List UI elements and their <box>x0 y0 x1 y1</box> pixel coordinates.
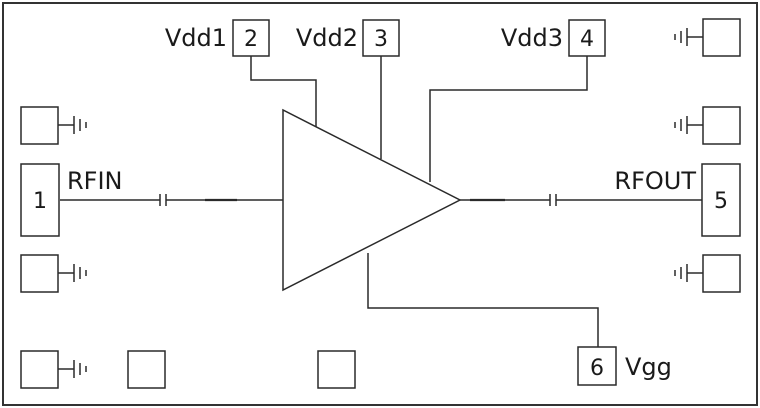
pin-6-vgg: 6 Vgg <box>577 346 672 386</box>
bias-lines <box>250 56 599 347</box>
pin-6-number: 6 <box>590 356 604 381</box>
vgg-line <box>367 253 599 347</box>
pin-1-rfin: 1 RFIN <box>20 163 123 237</box>
ground-icon <box>674 116 688 134</box>
ground-icon <box>73 116 87 134</box>
pin-2-number: 2 <box>244 27 258 52</box>
pin-3-number: 3 <box>374 27 388 52</box>
pin-3-vdd2: 3 Vdd2 <box>296 19 400 57</box>
ground-pad-right-2 <box>674 106 741 145</box>
pin-5-rfout: 5 RFOUT <box>614 163 741 237</box>
ground-pad-right-3 <box>674 254 741 293</box>
ground-pad-right-1 <box>674 18 741 57</box>
ground-pad-left-1 <box>20 106 87 145</box>
pin-1-number: 1 <box>33 189 47 214</box>
vdd3-line <box>429 56 588 182</box>
pin-1-pad <box>20 163 60 237</box>
unconnected-pad-1 <box>127 350 166 389</box>
ground-icon <box>674 264 688 282</box>
pin-5-number: 5 <box>714 189 728 214</box>
vdd1-line <box>250 56 317 127</box>
pin-2-vdd1: 2 Vdd1 <box>165 19 270 57</box>
pin-2-label: Vdd1 <box>165 24 227 52</box>
pin-5-pad <box>701 163 741 237</box>
output-capacitor-icon <box>549 194 557 206</box>
pin-4-number: 4 <box>580 27 594 52</box>
amplifier-triangle-icon <box>282 108 462 292</box>
pin-3-pad <box>362 19 400 57</box>
pin-6-pad <box>577 346 617 386</box>
pin-1-label: RFIN <box>67 167 123 195</box>
pin-2-pad <box>232 19 270 57</box>
pin-5-label: RFOUT <box>614 167 696 195</box>
ground-icon <box>674 28 688 46</box>
pin-4-label: Vdd3 <box>501 24 563 52</box>
pin-4-pad <box>568 19 606 57</box>
ground-icon <box>73 360 87 378</box>
pin-4-vdd3: 4 Vdd3 <box>501 19 606 57</box>
ground-pad-left-2 <box>20 254 87 293</box>
unconnected-pad-2 <box>317 350 356 389</box>
input-capacitor-icon <box>159 194 167 206</box>
rf-output-path <box>460 194 702 206</box>
ground-pad-left-3 <box>20 350 87 389</box>
pin-6-label: Vgg <box>625 353 672 381</box>
ground-icon <box>73 264 87 282</box>
pin-3-label: Vdd2 <box>296 24 358 52</box>
rf-input-path <box>60 194 283 206</box>
